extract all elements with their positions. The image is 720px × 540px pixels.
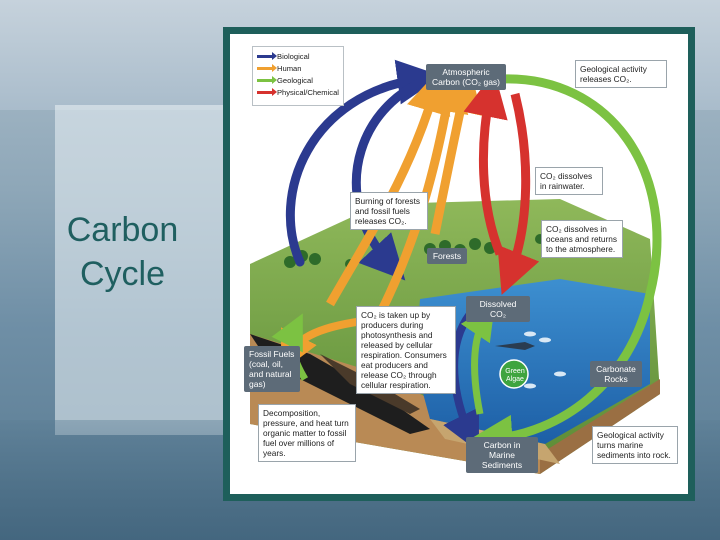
co2-oceans-label: CO₂ dissolves in oceans and returns to t… <box>541 220 623 258</box>
legend-label: Physical/Chemical <box>276 87 339 97</box>
marine-sediments-box: Carbon in Marine Sediments <box>466 437 538 473</box>
geological-arrow-marine <box>460 304 495 415</box>
slide-title: Carbon Cycle <box>66 211 179 293</box>
decomposition-label: Decomposition, pressure, and heat turn o… <box>258 404 356 462</box>
legend-label: Human <box>277 63 302 73</box>
legend-item-biological: Biological <box>257 50 339 62</box>
red-arrow-icon <box>257 87 277 96</box>
legend-label: Geological <box>277 75 313 85</box>
physical-arrow-down <box>497 92 540 295</box>
fossil-fuels-sub: (coal, oil, and natural gas) <box>249 359 292 389</box>
carbonate-rocks-box: Carbonate Rocks <box>590 361 642 387</box>
fossil-fuels-box: Fossil Fuels (coal, oil, and natural gas… <box>244 346 300 392</box>
orange-arrow-icon <box>257 63 277 72</box>
background-panel <box>55 105 225 435</box>
green-algae-label: Green Algae <box>505 368 525 383</box>
fossil-fuels-title: Fossil Fuels <box>249 349 295 359</box>
diagram-frame: Biological Human Geological Physical/Che… <box>223 27 695 501</box>
legend-item-geological: Geological <box>257 74 339 86</box>
green-arrow-icon <box>257 75 277 84</box>
legend-label: Biological <box>277 51 310 61</box>
forests-box: Forests <box>427 248 467 264</box>
blue-arrow-icon <box>257 51 277 60</box>
human-arrow-3 <box>430 67 483 235</box>
physical-arrow-up <box>463 71 508 256</box>
green-algae-circle <box>499 359 529 389</box>
dissolved-co2-box: Dissolved CO₂ <box>466 296 530 322</box>
burning-label: Burning of forests and fossil fuels rele… <box>350 192 428 230</box>
geological-turns-label: Geological activity turns marine sedimen… <box>592 426 678 464</box>
legend: Biological Human Geological Physical/Che… <box>252 46 344 106</box>
co2-rainwater-label: CO₂ dissolves in rainwater. <box>535 167 603 195</box>
photosynthesis-label: CO₂ is taken up by producers during phot… <box>356 306 456 394</box>
legend-item-human: Human <box>257 62 339 74</box>
geological-releases-label: Geological activity releases CO₂. <box>575 60 667 88</box>
diagram-canvas: Biological Human Geological Physical/Che… <box>230 34 688 494</box>
biological-arrow-left <box>285 59 443 267</box>
forest-trees <box>284 234 565 269</box>
atmospheric-carbon-box: Atmospheric Carbon (CO₂ gas) <box>426 64 506 90</box>
geological-arrow-right <box>467 74 662 460</box>
shark <box>495 342 535 350</box>
legend-item-physical: Physical/Chemical <box>257 86 339 98</box>
